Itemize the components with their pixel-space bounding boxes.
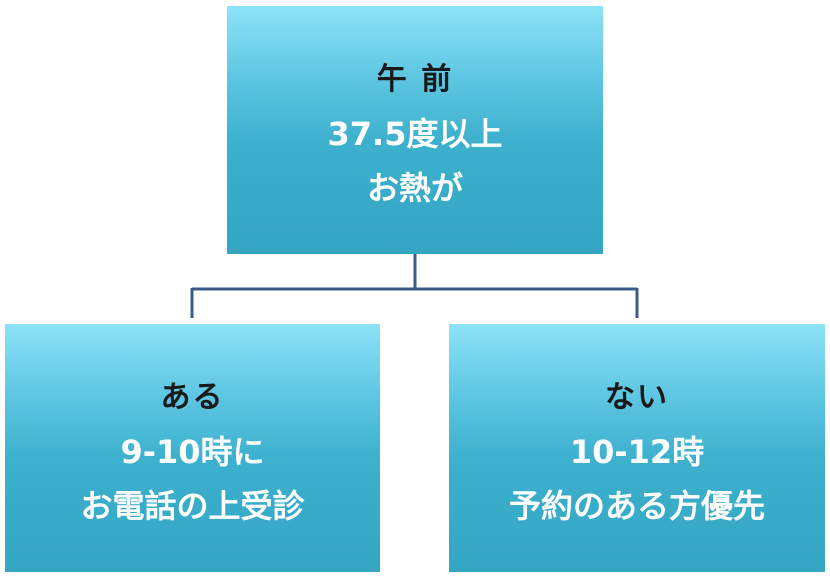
node-heading: 午 前 (376, 62, 454, 97)
node-line: 9-10時に (120, 433, 265, 471)
node-line: 37.5度以上 (327, 115, 503, 153)
node-morning-fever: 午 前 37.5度以上 お熱が (227, 6, 603, 254)
node-line: 10-12時 (569, 433, 705, 471)
node-heading: ある (160, 380, 225, 415)
node-line: お電話の上受診 (80, 487, 305, 525)
node-line: お熱が (366, 169, 463, 207)
node-no-branch: ない 10-12時 予約のある方優先 (449, 324, 825, 572)
node-line: 予約のある方優先 (508, 487, 765, 525)
node-yes-branch: ある 9-10時に お電話の上受診 (5, 324, 380, 572)
node-heading: ない (605, 380, 669, 415)
